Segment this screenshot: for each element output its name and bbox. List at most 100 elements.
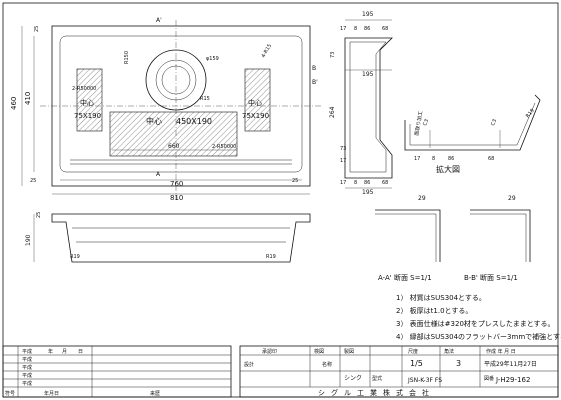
dim-side-c: 86: [364, 26, 370, 32]
scale-value: 1/5: [410, 359, 423, 368]
detail-c2: C3: [490, 118, 498, 126]
dim-side-top: 195: [362, 11, 374, 18]
aa-section-title: A-A' 断面 S=1/1: [378, 273, 432, 282]
company-name: シグル工業株式会社: [318, 388, 435, 397]
callout-hole-diameter: φ159: [206, 56, 219, 62]
model-value: JSN-K-3F FS: [407, 377, 442, 384]
dim-side-low-c: 86: [364, 180, 370, 186]
dim-side-low: 195: [362, 189, 374, 196]
no-label: 図番: [484, 375, 494, 382]
left-hatched-pad: [76, 68, 103, 132]
dim-outer-width: 810: [170, 194, 183, 202]
callout-bottom-pad: 2-R50000: [212, 144, 236, 150]
dim-side-h2: 264: [329, 106, 336, 118]
approve-label: 承認印: [262, 348, 277, 355]
note-4: 4） 縁部はSUS304のフラットバー3mmで補強とする。: [396, 332, 561, 341]
detail-17: 17: [414, 156, 420, 162]
dim-side-low-a: 17: [340, 180, 346, 186]
bb-section-profile: [470, 209, 531, 262]
dim-side-mid: 195: [362, 71, 374, 78]
scale-label: 尺度: [408, 348, 418, 355]
detail-note: 面取り加工: [413, 110, 424, 136]
dim-inner-width: 760: [170, 180, 183, 188]
dim-side-a: 17: [340, 26, 346, 32]
detail-r: R19: [525, 108, 536, 119]
dim-side-low-d: 68: [382, 180, 388, 186]
aa-section: 29 A-A' 断面 S=1/1: [375, 195, 441, 282]
callout-left-pad: 2-R50000: [72, 86, 96, 92]
main-title-block: [239, 345, 559, 398]
right-area-label: 中心: [248, 98, 262, 107]
sink-inner-outline: [59, 35, 303, 173]
title-block: 平成 平成 平成 平成 平成 年 月 日 符号 年月日 来歴 承認印 検図 製図…: [2, 345, 559, 398]
note-1: 1） 材質はSUS304とする。: [396, 293, 486, 302]
notes: 1） 材質はSUS304とする。 2） 板厚はt1.0とする。 3） 表面仕様は…: [396, 293, 561, 341]
callout-bottom-length: 660: [168, 143, 180, 150]
aa-dim: 29: [418, 195, 426, 202]
rev-month: 月: [62, 349, 67, 355]
rev-4: 平成: [22, 372, 32, 379]
revision-block: [2, 345, 232, 398]
detail-profile-inner: [409, 102, 536, 146]
dim-bottom-offset: 25: [30, 178, 36, 184]
sheet-value: 3: [456, 359, 461, 368]
dim-side-h1: 73: [330, 52, 336, 58]
rev-5: 平成: [22, 380, 32, 387]
dim-side-b: 8: [354, 26, 357, 32]
name-label: 名称: [322, 361, 332, 368]
dim-outer-height: 460: [10, 97, 18, 110]
dim-small-offset: 25: [292, 178, 298, 184]
rev-year: 年: [48, 348, 53, 355]
detail-c1: C3: [422, 118, 430, 126]
aa-section-profile: [375, 209, 441, 262]
bb-section-title: B-B' 断面 S=1/1: [464, 273, 518, 282]
aa-section-inner: [375, 213, 437, 262]
rev-3: 平成: [22, 364, 32, 371]
design-label: 設計: [244, 361, 254, 368]
dim-side-low-e: 17: [340, 158, 346, 164]
dim-section-r-right: R19: [266, 254, 276, 260]
marker-a-prime: A': [156, 17, 162, 24]
front-section-outline: [51, 213, 311, 263]
rev-col-2: 年月日: [44, 390, 59, 397]
bb-section-inner: [470, 213, 527, 262]
draw-label: 製図: [344, 348, 354, 355]
marker-b: B: [312, 65, 316, 72]
marker-a: A: [156, 171, 161, 178]
plan-view: 460 410 25 25 25 760 810 R150 φ159 4-R15…: [10, 17, 322, 202]
dim-top-offset: 25: [34, 26, 40, 32]
bb-section: 29 B-B' 断面 S=1/1: [464, 195, 531, 282]
rev-col-1: 符号: [5, 390, 15, 397]
left-area-size: 75X190: [74, 112, 101, 120]
note-3: 3） 表面仕様は#320材をプレスしたままとする。: [396, 319, 554, 328]
marker-b-prime: B': [312, 79, 318, 86]
detail-68: 68: [488, 156, 494, 162]
rev-day: 日: [78, 349, 83, 355]
check-label: 検図: [314, 348, 324, 355]
side-profile-inner: [349, 41, 387, 173]
rev-2: 平成: [22, 356, 32, 363]
drawing-number: J-H29-162: [495, 376, 530, 384]
left-area-label: 中心: [80, 98, 94, 107]
center-hatched-pad: [109, 111, 238, 157]
name-value: シンク: [344, 375, 362, 382]
dim-section-small: 25: [36, 212, 42, 218]
detail-view: C3 C3 R19 面取り加工 17 8 86 68 拡大図: [404, 94, 541, 174]
rev-col-3: 来歴: [150, 391, 160, 397]
callout-r4: 4-R15: [261, 43, 274, 59]
side-profile-outer: [344, 37, 393, 179]
detail-profile: [404, 94, 541, 151]
rev-1: 平成: [22, 348, 32, 355]
front-section-view: 190 25 R19 R19: [25, 212, 311, 263]
detail-86: 86: [448, 156, 454, 162]
date-label: 作成 年 月 日: [486, 348, 516, 355]
note-2: 2） 板厚はt1.0とする。: [396, 306, 472, 315]
bb-dim: 29: [508, 195, 516, 202]
side-view: 195 17 8 86 68 73 264 195 195 17 8 86 68…: [329, 11, 393, 196]
dim-side-low-f: 73: [340, 146, 346, 152]
date-value: 平成29年11月27日: [484, 360, 537, 368]
callout-drain-r: R15: [200, 96, 210, 102]
center-area-size: 450X190: [176, 117, 212, 126]
dim-section-r-left: R19: [70, 254, 80, 260]
